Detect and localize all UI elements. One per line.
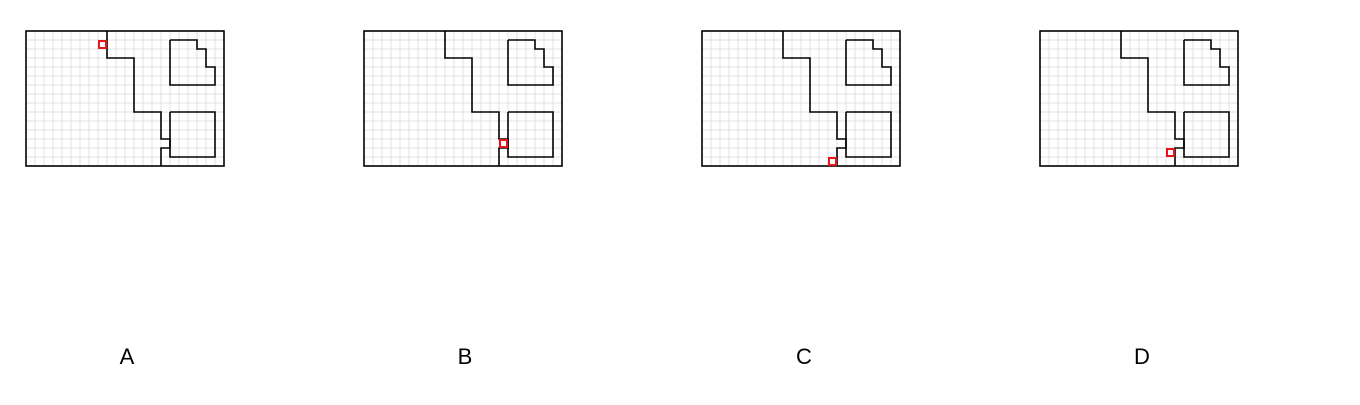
upper-room-wall — [169, 39, 216, 86]
upper-room-wall — [845, 39, 892, 86]
option-label-b: B — [457, 344, 473, 369]
staircase-wall — [444, 31, 509, 166]
marker-square — [499, 139, 508, 148]
grid-lines — [26, 31, 224, 166]
option-grid-c — [701, 30, 901, 167]
grid-lines — [1040, 31, 1238, 166]
grid-border — [363, 30, 563, 167]
lower-room-wall — [1183, 111, 1230, 158]
grid-border — [25, 30, 225, 167]
staircase-wall — [106, 31, 171, 166]
grid-border — [701, 30, 901, 167]
grid-lines — [702, 31, 900, 166]
lower-room-wall — [507, 111, 554, 158]
lower-room-wall — [845, 111, 892, 158]
option-grid-d — [1039, 30, 1239, 167]
option-label-d: D — [1134, 344, 1150, 369]
marker-square — [98, 40, 107, 49]
option-label-a: A — [119, 344, 135, 369]
marker-square — [1166, 148, 1175, 157]
grid-lines — [364, 31, 562, 166]
lower-room-wall — [169, 111, 216, 158]
upper-room-wall — [1183, 39, 1230, 86]
upper-room-wall — [507, 39, 554, 86]
option-label-c: C — [796, 344, 812, 369]
staircase-wall — [782, 31, 847, 166]
option-grid-a — [25, 30, 225, 167]
grid-border — [1039, 30, 1239, 167]
option-grid-b — [363, 30, 563, 167]
marker-square — [828, 157, 837, 166]
staircase-wall — [1120, 31, 1185, 166]
